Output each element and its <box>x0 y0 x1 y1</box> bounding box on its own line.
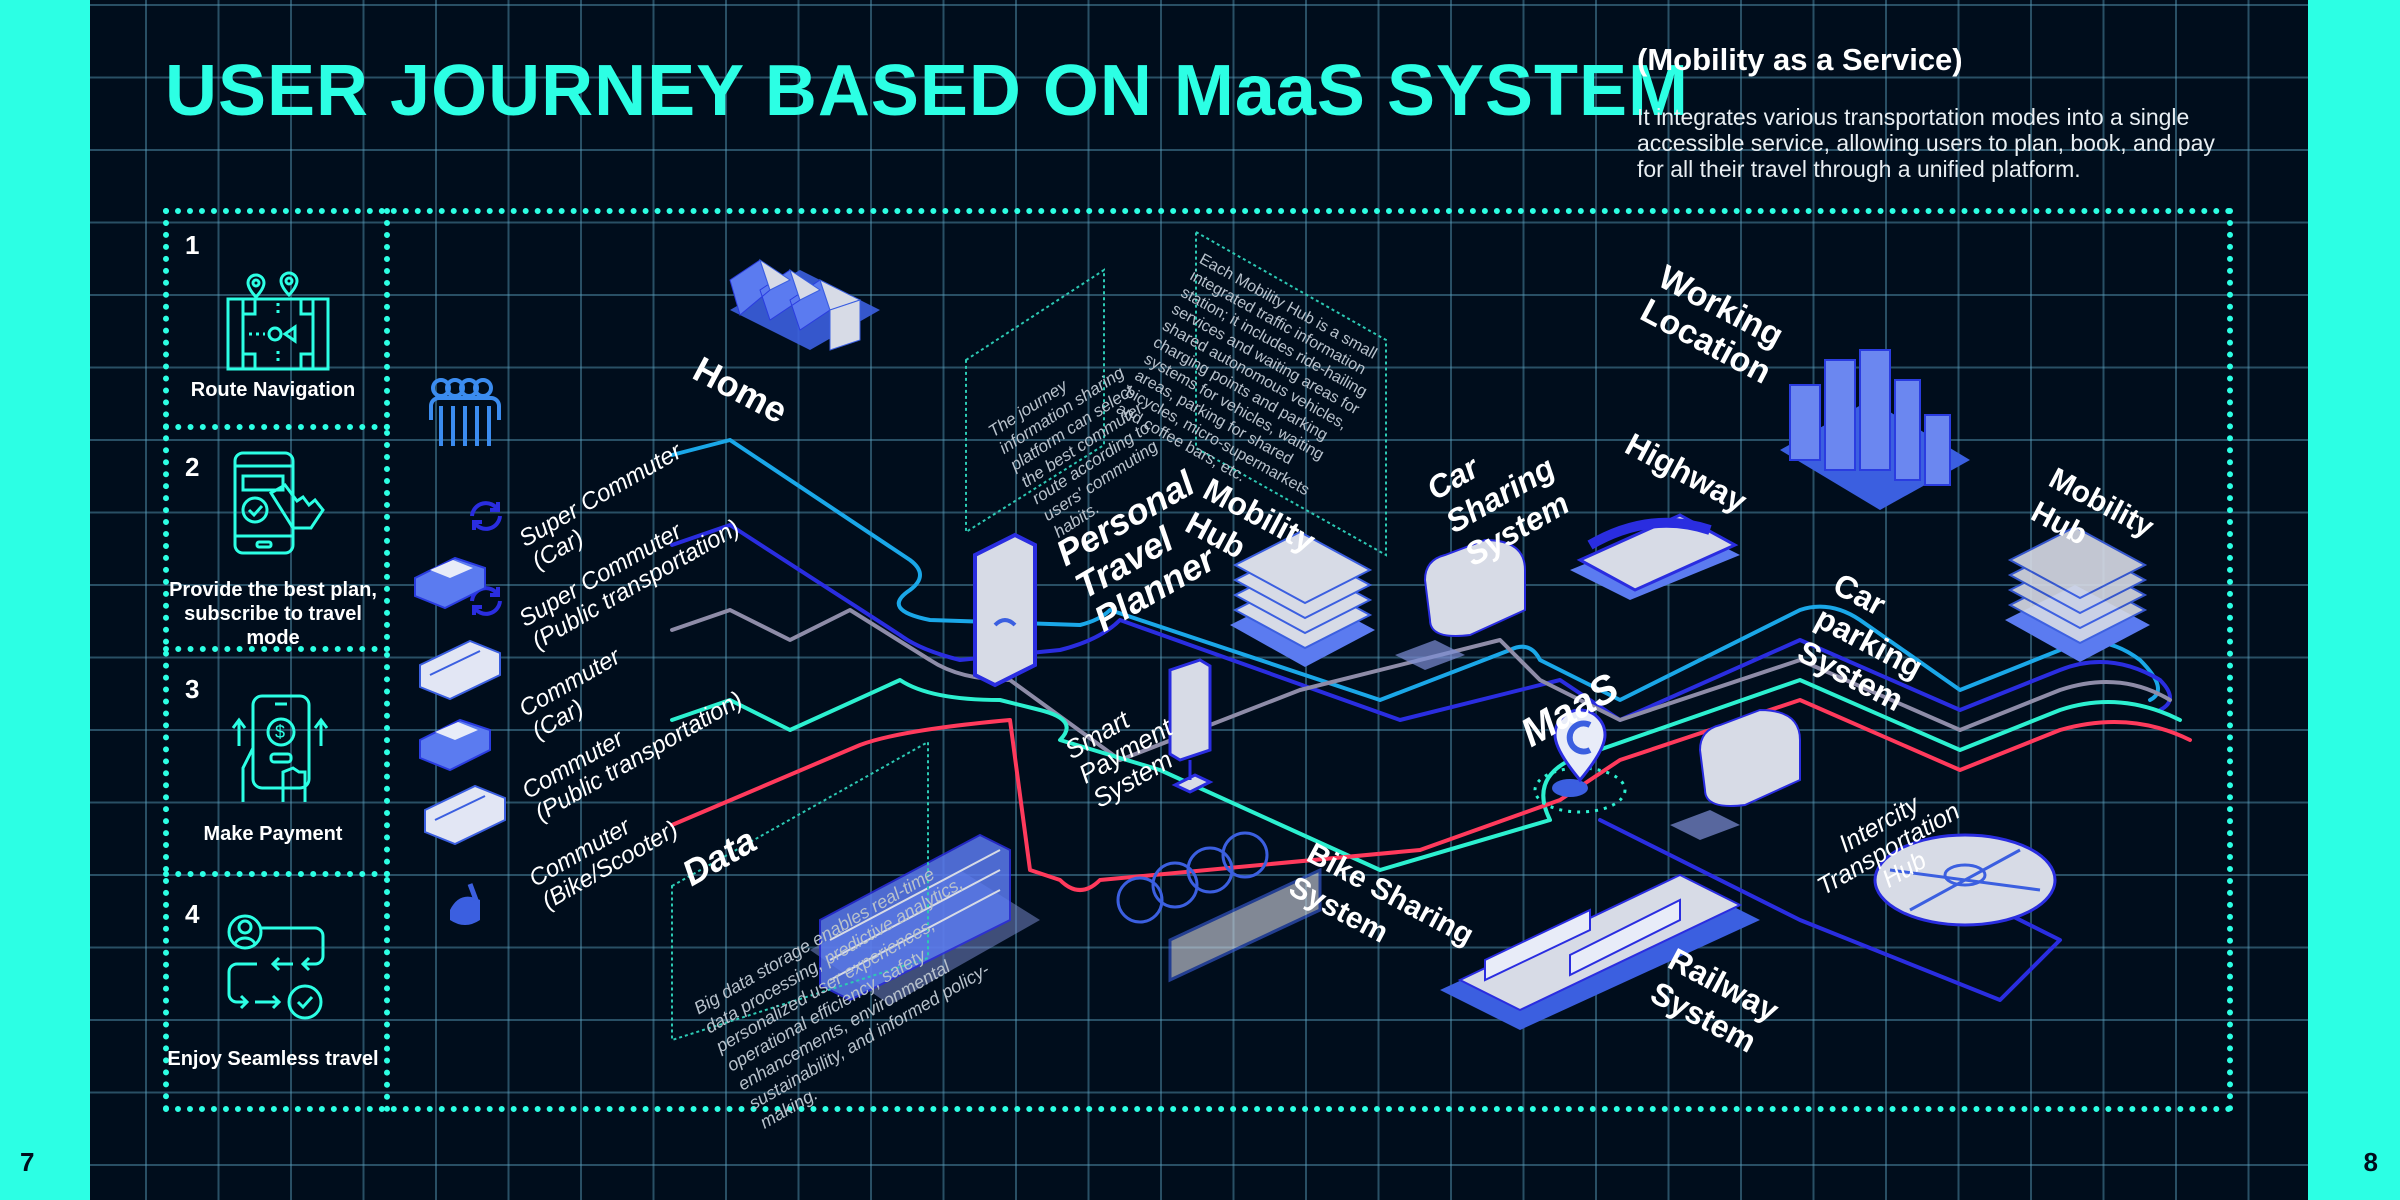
planner-note-border <box>965 268 1105 534</box>
car-icon <box>414 556 486 610</box>
intercity-hub-building <box>1873 833 2057 927</box>
page-title: USER JOURNEY BASED ON MaaS SYSTEM <box>165 51 1690 131</box>
page-number-left: 7 <box>20 1147 35 1177</box>
step-label: Make Payment <box>203 823 343 845</box>
route-commuter-public <box>670 678 2182 872</box>
user-group-icon <box>429 378 501 446</box>
bike-sharing-rack <box>1116 831 1322 983</box>
left-page-margin: 7 <box>0 0 90 1200</box>
refresh-icon <box>470 501 502 531</box>
maas-subtitle: (Mobility as a Service) <box>1637 42 1963 77</box>
data-note-border <box>671 740 929 1042</box>
route-commuter-car <box>670 608 2172 762</box>
phone-icon <box>973 532 1037 688</box>
autonomous-pod <box>1670 708 1801 840</box>
payment-kiosk <box>1168 658 1214 794</box>
user-flow-check-icon <box>227 914 325 1020</box>
mobility-note-border <box>1195 230 1387 557</box>
bus-icon <box>419 639 501 701</box>
bus-icon <box>424 784 506 846</box>
right-page-margin: 8 <box>2308 0 2400 1200</box>
mobility-hub-building <box>1230 530 1375 667</box>
office-buildings <box>1780 349 1970 510</box>
step-label: Route Navigation <box>190 379 356 401</box>
data-storage-shelves <box>810 833 1040 1005</box>
car-sharing-pod <box>1395 538 1526 670</box>
home-building <box>729 258 880 351</box>
phone-tap-check-icon <box>233 451 325 555</box>
route-super-commuter-public <box>670 523 2172 722</box>
step-number: 4 <box>185 899 200 929</box>
railway-train <box>1440 873 1760 1030</box>
page-number-right: 8 <box>2363 1147 2378 1177</box>
journey-steps: 1 Route Navigation 2 Provide the be <box>163 208 390 1112</box>
step-best-plan: 2 Provide the best plan, subscribe to tr… <box>163 430 390 652</box>
step-number: 1 <box>185 230 200 260</box>
svg-text:$: $ <box>275 722 285 742</box>
step-make-payment: 3 $ Make Payment <box>163 652 390 877</box>
route-super-commuter-car <box>670 438 2160 702</box>
highway-overpass <box>1570 513 1740 600</box>
car-icon <box>419 718 491 772</box>
phone-payment-icon: $ <box>231 694 329 802</box>
step-seamless-travel: 4 Enjoy Seamless travel <box>163 877 390 1112</box>
step-number: 2 <box>185 452 200 482</box>
diagram-frame <box>163 208 2233 1112</box>
scooter-icon <box>450 883 480 925</box>
step-number: 3 <box>185 674 200 704</box>
step-route-navigation: 1 Route Navigation <box>163 208 390 430</box>
step-label: Provide the best plan, subscribe to trav… <box>169 579 377 649</box>
maas-description: It integrates various transportation mod… <box>1637 104 2215 182</box>
step-label: Enjoy Seamless travel <box>167 1048 379 1070</box>
route-commuter-bike <box>670 698 2192 892</box>
map-navigation-icon <box>226 271 330 371</box>
maas-location-pin-icon <box>1533 708 1627 814</box>
mobility-hub-building <box>2005 525 2150 662</box>
